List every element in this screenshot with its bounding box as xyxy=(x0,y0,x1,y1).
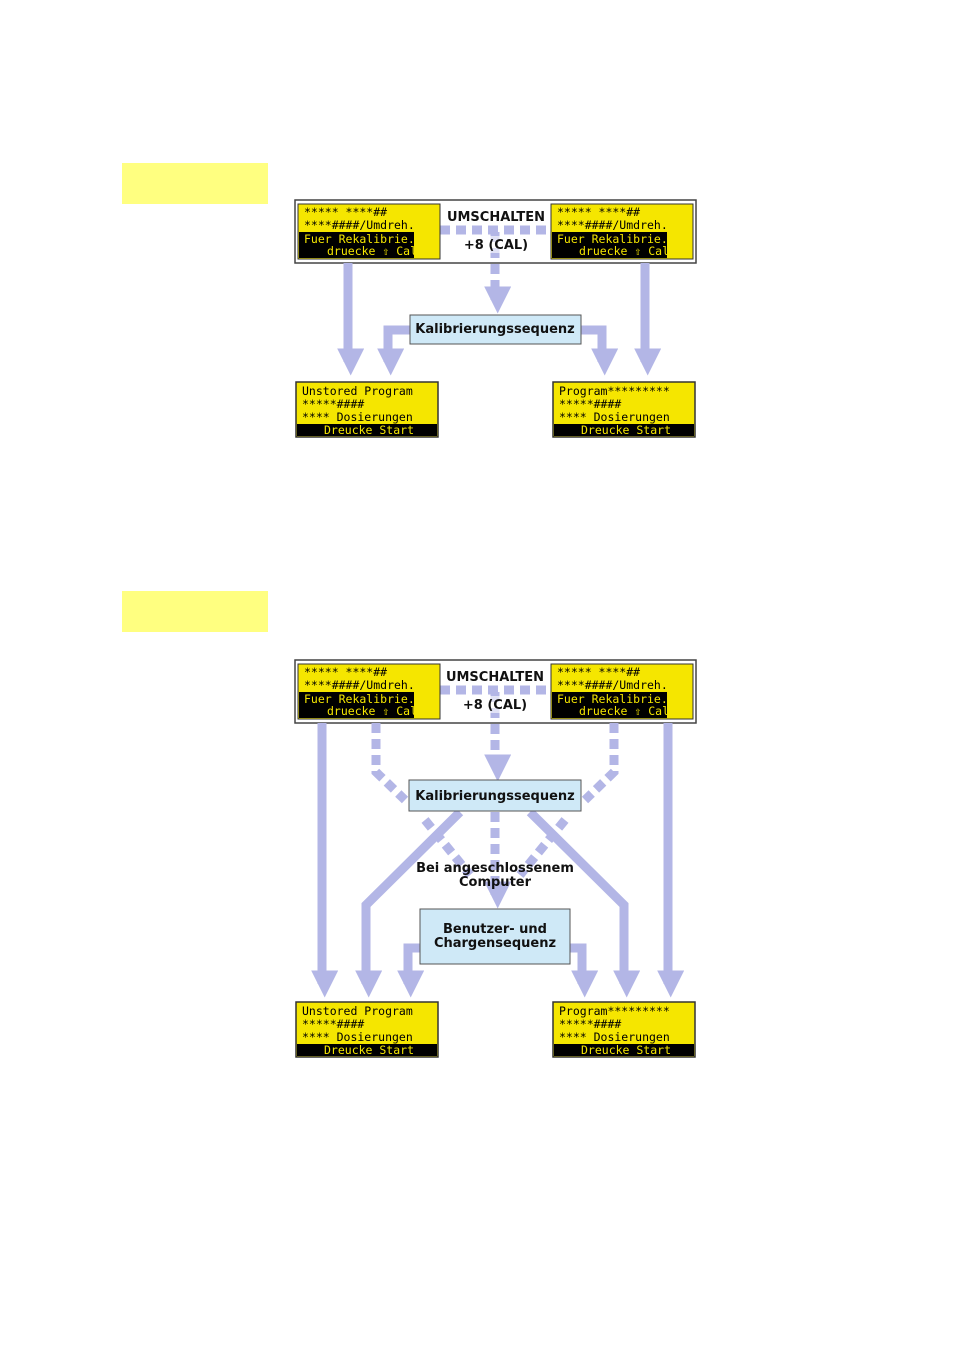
lcd-line-2: ****####/Umdreh. xyxy=(557,218,668,232)
switch-label: UMSCHALTEN xyxy=(446,670,544,685)
dashed-right-to-calib xyxy=(581,723,619,804)
output-lcd-right: Program********* *****#### **** Dosierun… xyxy=(552,1001,696,1058)
lcd-line-3: **** Dosierungen xyxy=(559,410,670,424)
lcd-right: ***** ****## ****####/Umdreh. Fuer Rekal… xyxy=(550,203,694,260)
lcd-line-1: Unstored Program xyxy=(302,384,413,398)
lcd-line-4: Dreucke Start xyxy=(581,1043,671,1057)
lcd-line-1: ***** ****## xyxy=(557,665,640,679)
calibration-box xyxy=(409,314,582,345)
lcd-line-2: ****####/Umdreh. xyxy=(304,218,415,232)
lcd-line-2: *****#### xyxy=(302,1017,364,1031)
highlight-marker-bottom xyxy=(122,591,268,632)
lcd-line-4: Dreucke Start xyxy=(324,1043,414,1057)
user-batch-line-1: Benutzer- und xyxy=(443,922,547,937)
computer-condition-line-1: Bei angeschlossenem xyxy=(416,861,574,876)
lcd-line-3: Fuer Rekalibrie. xyxy=(557,232,668,246)
lcd-line-3: Fuer Rekalibrie. xyxy=(557,692,668,706)
lcd-line-1: ***** ****## xyxy=(557,205,640,219)
calibration-box xyxy=(408,779,582,812)
highlight-marker-top xyxy=(122,163,268,204)
lcd-line-2: *****#### xyxy=(559,1017,621,1031)
lcd-line-4: Dreucke Start xyxy=(324,423,414,437)
lcd-right: ***** ****## ****####/Umdreh. Fuer Rekal… xyxy=(550,663,694,720)
user-batch-line-2: Chargensequenz xyxy=(434,936,556,951)
dashed-left-to-calib xyxy=(371,723,409,804)
lcd-line-3: Fuer Rekalibrie. xyxy=(304,232,415,246)
arrow-user-left xyxy=(397,943,425,998)
lcd-line-2: ****####/Umdreh. xyxy=(557,678,668,692)
dashed-calib-left-to-user xyxy=(421,817,474,878)
diagram-1: ***** ****## ****####/Umdreh. Fuer Rekal… xyxy=(294,199,697,438)
lcd-line-4: druecke ⇧ Cal xyxy=(327,704,417,718)
lcd-line-3: **** Dosierungen xyxy=(302,1030,413,1044)
lcd-line-3: Fuer Rekalibrie. xyxy=(304,692,415,706)
lcd-line-1: ***** ****## xyxy=(304,665,387,679)
lcd-line-1: Program********* xyxy=(559,1004,670,1018)
lcd-line-2: *****#### xyxy=(559,397,621,411)
lcd-line-4: druecke ⇧ Cal xyxy=(579,244,669,258)
computer-condition-line-2: Computer xyxy=(459,875,532,890)
arrow-calib-to-left-output xyxy=(355,808,464,998)
lcd-left: ***** ****## ****####/Umdreh. Fuer Rekal… xyxy=(297,203,441,260)
switch-label: UMSCHALTEN xyxy=(447,210,545,225)
diagram-2: ***** ****## ****####/Umdreh. Fuer Rekal… xyxy=(294,659,697,1058)
lcd-line-1: Program********* xyxy=(559,384,670,398)
calibration-label: Kalibrierungssequenz xyxy=(415,789,574,804)
lcd-line-1: ***** ****## xyxy=(304,205,387,219)
output-lcd-right: Program********* *****#### **** Dosierun… xyxy=(552,381,696,438)
lcd-line-3: **** Dosierungen xyxy=(559,1030,670,1044)
arrow-calib-to-right-output xyxy=(526,808,641,998)
lcd-line-2: ****####/Umdreh. xyxy=(304,678,415,692)
lcd-line-1: Unstored Program xyxy=(302,1004,413,1018)
cal-key-label: +8 (CAL) xyxy=(464,238,528,253)
arrow-calib-left xyxy=(377,325,412,376)
calibration-label: Kalibrierungssequenz xyxy=(415,322,574,337)
arrow-user-right xyxy=(570,943,599,998)
lcd-left: ***** ****## ****####/Umdreh. Fuer Rekal… xyxy=(297,663,441,720)
lcd-line-4: Dreucke Start xyxy=(581,423,671,437)
cal-key-label: +8 (CAL) xyxy=(463,698,527,713)
lcd-line-3: **** Dosierungen xyxy=(302,410,413,424)
output-lcd-left: Unstored Program *****#### **** Dosierun… xyxy=(295,381,439,438)
lcd-line-4: druecke ⇧ Cal xyxy=(579,704,669,718)
lcd-line-4: druecke ⇧ Cal xyxy=(327,244,417,258)
lcd-line-2: *****#### xyxy=(302,397,364,411)
dashed-calib-right-to-user xyxy=(516,817,569,878)
arrow-calib-right xyxy=(580,325,619,376)
user-batch-box xyxy=(419,908,571,965)
output-lcd-left: Unstored Program *****#### **** Dosierun… xyxy=(295,1001,439,1058)
